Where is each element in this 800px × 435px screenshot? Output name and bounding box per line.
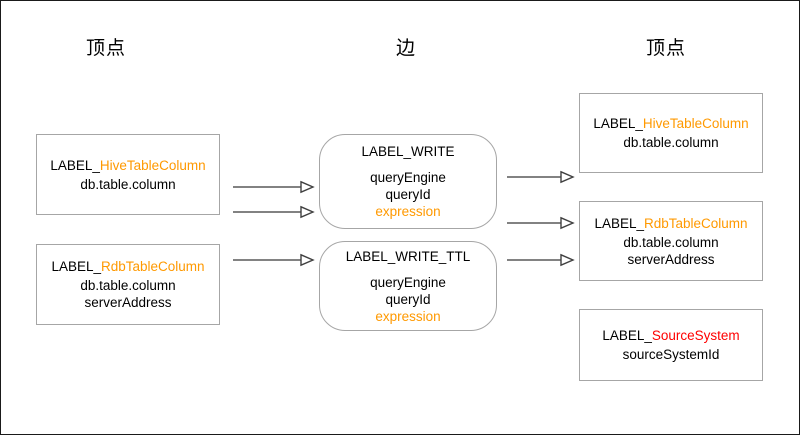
column-header-right-vertex: 顶点 bbox=[645, 38, 686, 59]
vertex-node-right-hive-table-column[interactable]: LABEL_HiveTableColumn db.table.column bbox=[579, 93, 763, 173]
node-property: queryId bbox=[385, 187, 431, 202]
label-type: SourceSystem bbox=[651, 328, 740, 343]
node-property: serverAddress bbox=[627, 251, 715, 267]
node-title: LABEL_RdbTableColumn bbox=[51, 258, 204, 275]
label-prefix: LABEL_ bbox=[50, 157, 100, 173]
label-type: RdbTableColumn bbox=[100, 259, 205, 274]
node-property: db.table.column bbox=[80, 278, 176, 293]
vertex-node-right-source-system[interactable]: LABEL_SourceSystem sourceSystemId bbox=[579, 309, 763, 381]
node-title: LABEL_WRITE_TTL bbox=[345, 248, 471, 264]
label-prefix: LABEL_ bbox=[602, 328, 652, 343]
label-prefix: LABEL_ bbox=[51, 259, 101, 274]
node-property: db.table.column bbox=[80, 176, 176, 192]
connector-write-to-right-hive bbox=[507, 170, 575, 184]
column-header-left-vertex: 顶点 bbox=[85, 38, 126, 59]
edge-node-label-write[interactable]: LABEL_WRITE queryEngine queryId expressi… bbox=[319, 134, 497, 229]
node-title: LABEL_WRITE bbox=[361, 144, 455, 159]
label-type: HiveTableColumn bbox=[99, 157, 206, 173]
vertex-node-left-hive-table-column[interactable]: LABEL_HiveTableColumn db.table.column bbox=[36, 134, 220, 215]
node-title: LABEL_SourceSystem bbox=[602, 327, 739, 344]
node-property: queryId bbox=[385, 291, 431, 307]
node-property: serverAddress bbox=[84, 295, 172, 310]
node-property: queryEngine bbox=[370, 274, 446, 290]
label-prefix: LABEL_ bbox=[594, 215, 644, 231]
edge-node-label-write-ttl[interactable]: LABEL_WRITE_TTL queryEngine queryId expr… bbox=[319, 241, 497, 331]
column-header-edge: 边 bbox=[395, 38, 416, 59]
connector-left-hive-to-write bbox=[233, 180, 315, 194]
node-property-highlighted: expression bbox=[375, 204, 441, 219]
node-property-highlighted: expression bbox=[375, 308, 441, 324]
label-type: HiveTableColumn bbox=[642, 116, 749, 131]
connector-left-hive-to-write-ttl bbox=[233, 205, 315, 219]
node-title: LABEL_HiveTableColumn bbox=[50, 157, 205, 174]
node-property: db.table.column bbox=[623, 135, 719, 150]
label-type: RdbTableColumn bbox=[643, 215, 748, 231]
node-property: queryEngine bbox=[370, 170, 446, 185]
connector-left-rdb-to-write-ttl bbox=[233, 253, 315, 267]
node-property: sourceSystemId bbox=[622, 347, 720, 362]
connector-write-to-right-rdb bbox=[507, 216, 575, 230]
node-title: LABEL_RdbTableColumn bbox=[594, 215, 747, 232]
label-prefix: LABEL_ bbox=[593, 116, 643, 131]
vertex-node-right-rdb-table-column[interactable]: LABEL_RdbTableColumn db.table.column ser… bbox=[579, 201, 763, 281]
vertex-node-left-rdb-table-column[interactable]: LABEL_RdbTableColumn db.table.column ser… bbox=[36, 244, 220, 325]
connector-write-ttl-to-right-rdb bbox=[507, 253, 575, 267]
node-property: db.table.column bbox=[623, 234, 719, 250]
node-title: LABEL_HiveTableColumn bbox=[593, 115, 748, 132]
